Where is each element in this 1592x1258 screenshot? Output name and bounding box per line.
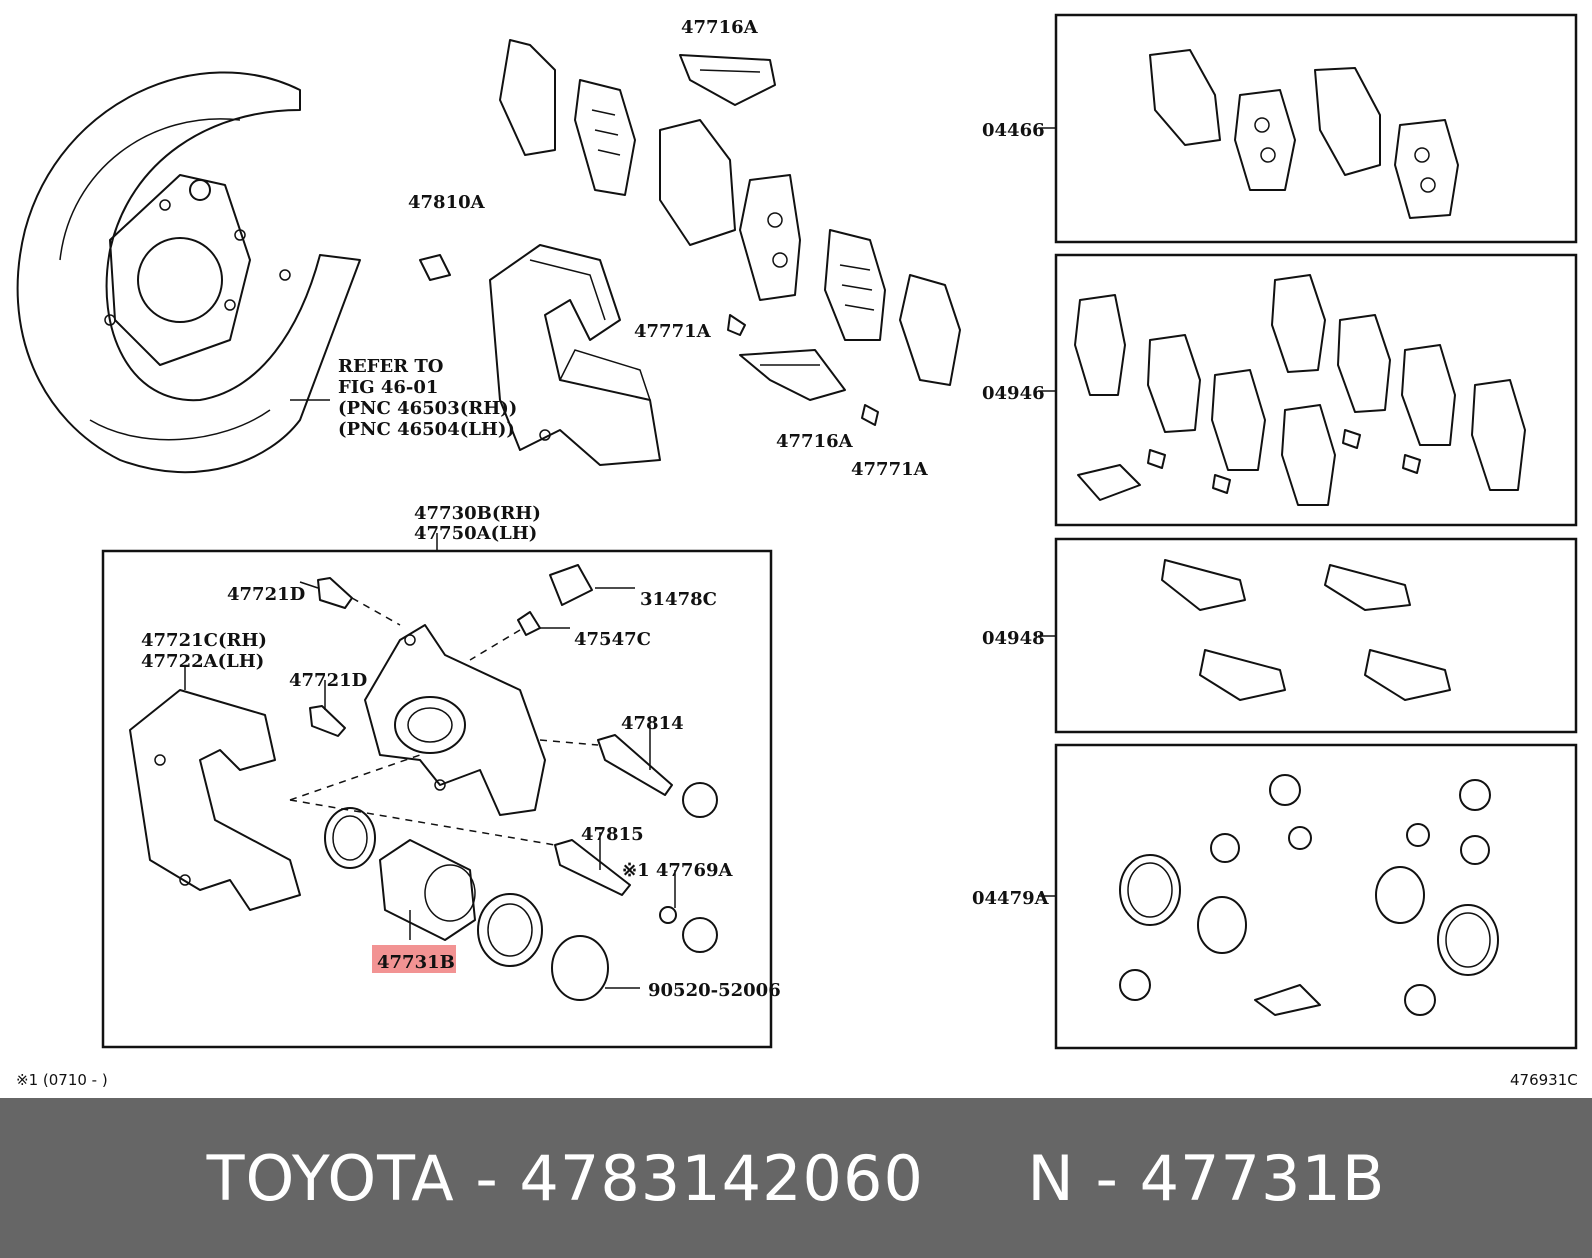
parts-diagram: 47716A 47810A 47771A 47716A 47771A REFER… <box>16 13 1578 1089</box>
part-number-banner: TOYOTA - 4783142060 N - 47731B <box>0 1098 1592 1258</box>
label-47769a: ※1 47769A <box>622 860 733 881</box>
label-04946: 04946 <box>982 383 1045 404</box>
label-pnc-46504: (PNC 46504(LH)) <box>338 419 515 440</box>
label-31478c: 31478C <box>640 589 717 610</box>
label-90520-52006: 90520-52006 <box>648 980 781 1001</box>
label-refer-to: REFER TO <box>338 356 443 377</box>
label-pnc-46503: (PNC 46503(RH)) <box>338 398 517 419</box>
label-47547c: 47547C <box>574 629 651 650</box>
label-47771a-left: 47771A <box>634 321 712 342</box>
label-47730b: 47730B(RH) <box>414 503 541 524</box>
highlight-47731b <box>372 945 456 973</box>
label-47815: 47815 <box>581 824 644 845</box>
label-04948: 04948 <box>982 628 1045 649</box>
label-47814: 47814 <box>621 713 684 734</box>
label-47716a-top: 47716A <box>681 17 759 38</box>
caliper-assembly-parts <box>129 564 718 1001</box>
label-04466: 04466 <box>982 120 1045 141</box>
label-47810a: 47810A <box>408 192 486 213</box>
label-47722a: 47722A(LH) <box>141 651 264 672</box>
kit-04948-parts <box>1161 559 1451 701</box>
kit-04479a-parts <box>1119 774 1499 1016</box>
label-47721d-top: 47721D <box>227 584 305 605</box>
mounting-bracket-top <box>419 244 661 466</box>
label-47721c: 47721C(RH) <box>141 630 267 651</box>
label-47771a-bottom: 47771A <box>851 459 929 480</box>
part-number-text: TOYOTA - 4783142060 N - 47731B <box>206 1141 1386 1215</box>
part-labels: 47716A 47810A 47771A 47716A 47771A REFER… <box>16 17 1578 1089</box>
label-47721d-mid: 47721D <box>289 670 367 691</box>
dust-shield <box>16 71 361 474</box>
label-47731b: 47731B <box>377 952 455 973</box>
label-04479a: 04479A <box>972 888 1050 909</box>
label-47716a-bottom: 47716A <box>776 431 854 452</box>
kit-04466-parts <box>1149 49 1459 219</box>
kit-box-04948 <box>1054 537 1578 734</box>
kit-box-04946 <box>1054 253 1578 527</box>
label-47750a: 47750A(LH) <box>414 523 537 544</box>
footnote: ※1 (0710 - ) <box>16 1071 108 1089</box>
kit-04946-parts <box>1074 274 1526 506</box>
kit-box-04466 <box>1054 13 1578 244</box>
top-shims-and-pads <box>499 39 961 426</box>
figure-code: 476931C <box>1510 1071 1578 1089</box>
label-fig-46-01: FIG 46-01 <box>338 377 438 398</box>
